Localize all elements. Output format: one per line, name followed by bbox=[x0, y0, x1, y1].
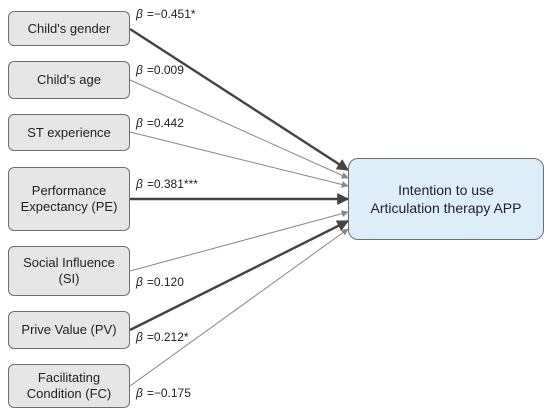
beta-symbol: β bbox=[136, 330, 143, 344]
predictor-box-prive-value: Prive Value (PV) bbox=[8, 311, 130, 349]
target-label-line1: Intention to use bbox=[398, 182, 494, 198]
beta-symbol: β bbox=[136, 177, 143, 191]
predictor-label: Performance bbox=[31, 183, 107, 198]
arrow-childs-age bbox=[129, 79, 349, 179]
predictor-label: Prive Value (PV) bbox=[21, 322, 117, 337]
predictor-box-st-experience: ST experience bbox=[8, 114, 130, 151]
beta-label-social-influence: β=0.120 bbox=[136, 275, 184, 289]
beta-symbol: β bbox=[136, 275, 143, 289]
beta-label-prive-value: β=0.212* bbox=[136, 330, 189, 344]
predictor-box-performance-expectancy: Performance Expectancy (PE) bbox=[8, 167, 130, 231]
arrow-childs-gender bbox=[129, 27, 350, 172]
beta-value: =0.442 bbox=[146, 116, 184, 130]
predictor-label: Child's age bbox=[37, 72, 101, 87]
predictor-label-line2: (SI) bbox=[58, 271, 80, 286]
beta-label-st-experience: β=0.442 bbox=[136, 116, 184, 130]
predictor-label: Facilitating bbox=[37, 370, 101, 385]
predictor-label-line2: Condition (FC) bbox=[26, 386, 112, 401]
beta-label-childs-age: β=0.009 bbox=[136, 63, 184, 77]
target-label-line2: Articulation therapy APP bbox=[370, 200, 522, 216]
beta-symbol: β bbox=[136, 116, 143, 130]
beta-value: =−0.451* bbox=[146, 7, 196, 21]
beta-label-facilitating-condition: β=−0.175 bbox=[136, 386, 191, 400]
predictor-label: Child's gender bbox=[27, 20, 111, 36]
predictor-label: Social Influence bbox=[23, 255, 115, 270]
predictor-box-childs-gender: Child's gender bbox=[8, 11, 130, 46]
beta-value: =−0.175 bbox=[146, 386, 191, 400]
predictor-box-facilitating-condition: Facilitating Condition (FC) bbox=[8, 364, 130, 408]
beta-label-childs-gender: β=−0.451* bbox=[136, 7, 196, 21]
predictor-box-social-influence: Social Influence (SI) bbox=[8, 246, 130, 296]
arrow-facilitating-condition bbox=[129, 228, 349, 387]
arrow-st-experience bbox=[129, 131, 349, 188]
predictor-label-line2: Expectancy (PE) bbox=[20, 199, 118, 214]
beta-symbol: β bbox=[136, 7, 143, 21]
predictor-label: ST experience bbox=[27, 124, 111, 140]
beta-value: =0.212* bbox=[146, 330, 189, 344]
arrow-prive-value bbox=[129, 219, 350, 332]
predictor-box-childs-age: Child's age bbox=[8, 61, 130, 99]
target-box-intention-to-use: Intention to use Articulation therapy AP… bbox=[348, 158, 544, 240]
beta-label-performance-expectancy: β=0.381*** bbox=[136, 177, 198, 191]
beta-value: =0.009 bbox=[146, 63, 184, 77]
beta-value: =0.381*** bbox=[146, 177, 198, 191]
beta-symbol: β bbox=[136, 386, 143, 400]
beta-value: =0.120 bbox=[146, 275, 184, 289]
arrow-social-influence bbox=[129, 210, 349, 272]
beta-symbol: β bbox=[136, 63, 143, 77]
